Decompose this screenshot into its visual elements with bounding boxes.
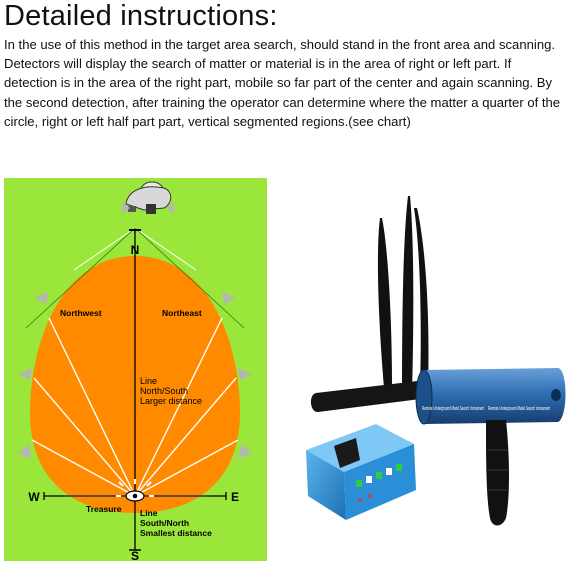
label-line-ns-3: Larger distance	[140, 396, 202, 406]
body-label-2: Remote Underground Metal Search Instrume…	[488, 406, 550, 412]
operator-icon	[125, 181, 172, 214]
metal-detector-product-image: Remote Underground Metal Search Instrume…	[306, 196, 566, 526]
treasure-target	[116, 479, 154, 502]
antenna-group	[377, 196, 429, 393]
label-south: S	[131, 549, 139, 561]
side-handle	[310, 380, 428, 413]
detector-body	[416, 368, 566, 424]
label-line-ns-1: Line	[140, 376, 157, 386]
label-northeast: Northeast	[162, 308, 202, 318]
label-treasure: Treasure	[86, 504, 122, 514]
label-west: W	[28, 490, 40, 504]
body-label-1: Remote Underground Metal Search Instrume…	[422, 406, 484, 412]
page-title: Detailed instructions:	[4, 0, 278, 32]
label-line-sn-1: Line	[140, 508, 158, 518]
instructions-paragraph: In the use of this method in the target …	[4, 37, 561, 129]
label-northwest: Northwest	[60, 308, 102, 318]
label-north: N	[131, 243, 140, 257]
label-line-sn-3: Smallest distance	[140, 528, 212, 538]
label-east: E	[231, 490, 239, 504]
connector-ports	[356, 464, 402, 502]
search-direction-diagram: N S W E Northwest Northeast Line North/S…	[4, 178, 267, 561]
grip-handle	[486, 420, 509, 526]
label-line-ns-2: North/South	[140, 386, 188, 396]
scan-arrows	[18, 202, 252, 458]
belt-clip	[334, 438, 360, 468]
control-box	[306, 424, 416, 520]
label-line-sn-2: South/North	[140, 518, 189, 528]
